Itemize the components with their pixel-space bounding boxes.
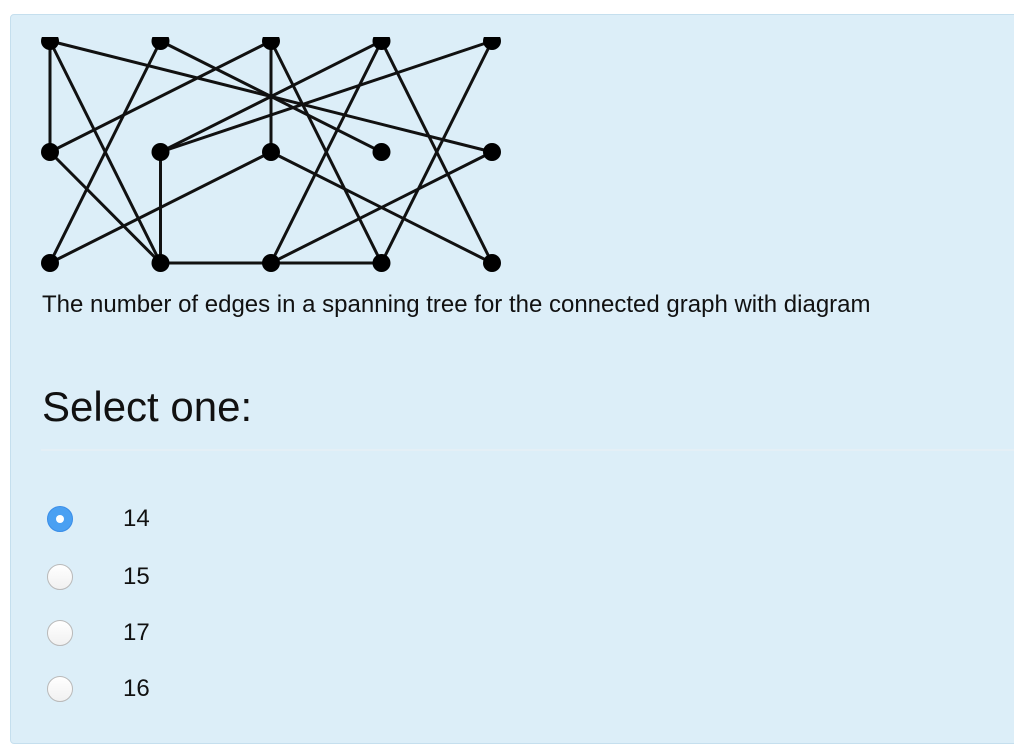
graph-vertex [262, 37, 280, 50]
radio-button-17[interactable] [47, 620, 73, 646]
radio-button-16[interactable] [47, 676, 73, 702]
graph-diagram [41, 37, 501, 272]
radio-button-14[interactable] [47, 506, 73, 532]
graph-vertex [41, 143, 59, 161]
option-17[interactable]: 17 [47, 615, 447, 655]
graph-edge [269, 40, 383, 264]
graph-edge [48, 150, 162, 265]
option-15[interactable]: 15 [47, 559, 447, 599]
graph-edge [48, 40, 162, 264]
radio-button-15[interactable] [47, 564, 73, 590]
graph-edge [160, 39, 493, 154]
graph-vertex [262, 143, 280, 161]
option-label[interactable]: 16 [123, 675, 150, 702]
graph-edge [380, 40, 494, 264]
graph-vertex [41, 37, 59, 50]
graph-vertex [483, 37, 501, 50]
option-label[interactable]: 17 [123, 619, 150, 646]
graph-edge [49, 150, 272, 265]
option-14[interactable]: 14 [47, 501, 447, 541]
graph-vertex [41, 254, 59, 272]
select-one-heading: Select one: [42, 383, 253, 430]
graph-vertex [483, 254, 501, 272]
option-16[interactable]: 16 [47, 671, 447, 711]
graph-vertex [372, 254, 391, 272]
graph-vertex [372, 37, 391, 50]
graph-vertex [151, 254, 170, 272]
question-text: The number of edges in a spanning tree f… [42, 291, 871, 318]
graph-vertex [483, 143, 501, 161]
graph-vertex [151, 37, 170, 50]
graph-vertices [41, 37, 501, 272]
graph-edges [48, 39, 494, 265]
graph-vertex [372, 143, 391, 161]
option-label[interactable]: 15 [123, 563, 150, 590]
question-panel: The number of edges in a spanning tree f… [10, 14, 1014, 744]
option-label[interactable]: 14 [123, 505, 150, 532]
divider [41, 449, 1014, 451]
graph-vertex [262, 254, 280, 272]
graph-vertex [151, 143, 170, 161]
graph-edge [49, 39, 272, 154]
graph-edge [159, 39, 383, 154]
graph-edge [270, 150, 493, 265]
